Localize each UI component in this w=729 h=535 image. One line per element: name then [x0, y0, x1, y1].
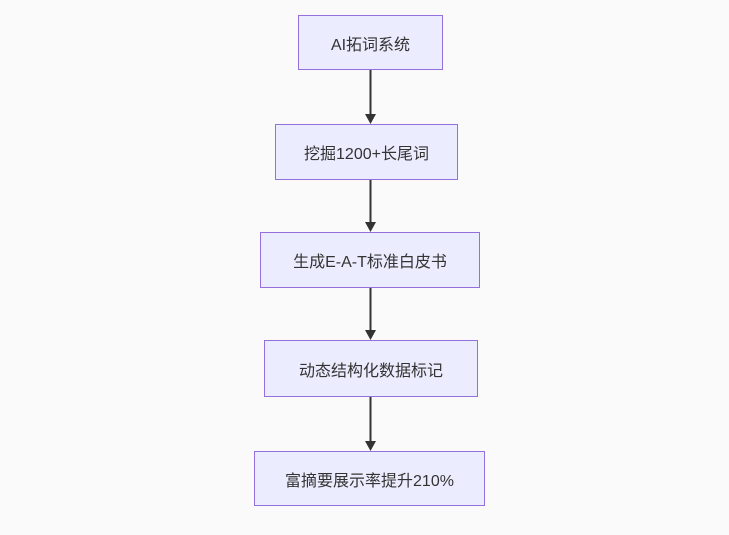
- arrow-n2-n3: [365, 180, 376, 232]
- arrow-n4-n5: [365, 397, 376, 451]
- arrow-n1-n2: [365, 70, 376, 124]
- flow-node-label: AI拓词系统: [330, 36, 411, 54]
- flow-node-structured-data-markup: 动态结构化数据标记: [264, 340, 478, 397]
- flow-node-ai-keyword-system: AI拓词系统: [298, 15, 443, 70]
- arrow-n3-n4: [365, 288, 376, 340]
- flow-node-label: 挖掘1200+长尾词: [304, 146, 429, 163]
- flow-node-rich-snippet-rate: 富摘要展示率提升210%: [254, 451, 485, 506]
- flow-node-eat-whitepaper: 生成E-A-T标准白皮书: [260, 232, 480, 288]
- flow-node-longtail-mining: 挖掘1200+长尾词: [275, 124, 458, 180]
- flow-node-label: 动态结构化数据标记: [298, 362, 443, 380]
- flow-node-label: 生成E-A-T标准白皮书: [293, 254, 447, 271]
- flow-node-label: 富摘要展示率提升210%: [285, 472, 454, 490]
